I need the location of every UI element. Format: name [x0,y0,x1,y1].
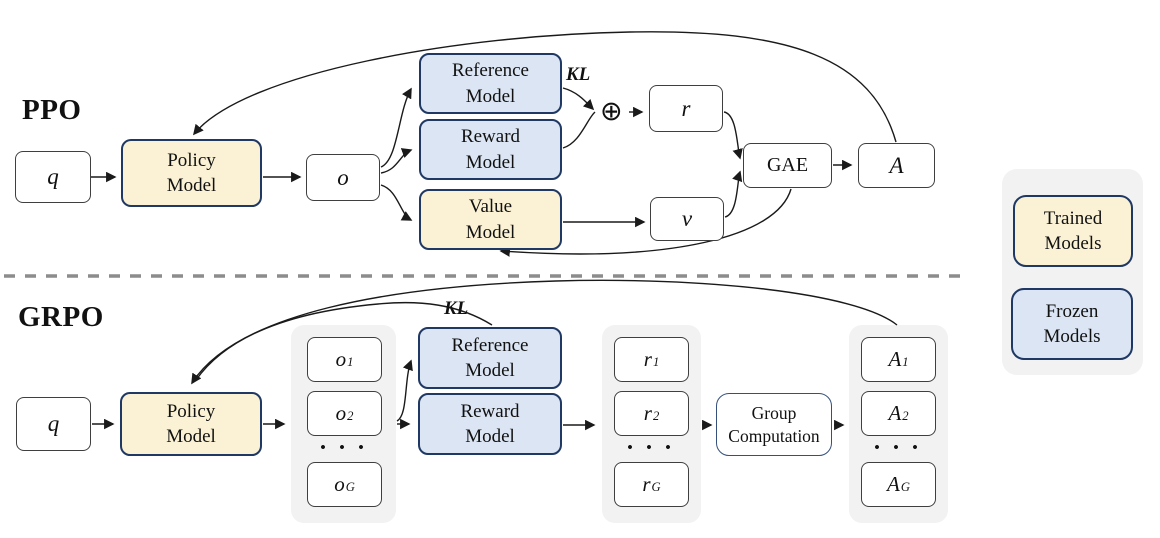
arrow-ppo-v-gae [724,170,743,218]
grpo-section-title: GRPO [18,301,104,333]
legend-trained-models: Trained Models [1013,195,1133,267]
ppo-v-box: v [650,197,724,241]
arrow-grpo-ogroup-reference [396,359,413,422]
a-group-ellipsis: • • • [874,440,923,456]
ppo-policy-model-box: Policy Model [121,139,262,207]
oplus-icon: ⊕ [600,96,623,127]
arrow-ppo-reward-oplus [562,111,596,149]
arrow-ppo-r-gae [723,111,743,160]
ppo-o-box: o [306,154,380,201]
ppo-value-model-box: Value Model [419,189,562,250]
arrow-ppo-o-reward [380,148,413,174]
grpo-kl-label: KL [444,298,469,319]
AG-label: A [887,472,900,496]
ppo-section-title: PPO [22,94,82,126]
ppo-advantage-box: A [858,143,935,188]
grpo-q-box: q [16,397,91,451]
arrow-ppo-gae-value [499,188,792,257]
o1-label: o [335,347,347,371]
r2-label: r [643,401,652,425]
o-group-ellipsis: • • • [320,440,369,456]
arrow-ppo-o-value [380,184,413,221]
grpo-reference-model-box: Reference Model [418,327,562,389]
r-group-ellipsis: • • • [627,440,676,456]
ppo-q-box: q [15,151,91,203]
grpo-policy-model-box: Policy Model [120,392,262,456]
grpo-group-computation-box: Group Computation [716,393,832,456]
ppo-reference-model-box: Reference Model [419,53,562,114]
r1-label: r [643,347,652,371]
arrow-grpo-reference-policy-kl [195,301,493,381]
A2-label: A [888,401,902,425]
ppo-kl-label: KL [566,64,591,85]
arrow-ppo-o-reference [380,87,412,168]
ppo-reward-model-box: Reward Model [419,119,562,180]
ppo-r-box: r [649,85,723,132]
arrow-ppo-a-policy [192,31,897,143]
oG-label: o [334,472,345,496]
A1-label: A [888,347,902,371]
rG-label: r [642,472,651,496]
ppo-gae-box: GAE [743,143,832,188]
arrow-ppo-reference-oplus [562,87,595,111]
o2-label: o [335,401,347,425]
legend-frozen-models: Frozen Models [1011,288,1133,360]
grpo-reward-model-box: Reward Model [418,393,562,455]
